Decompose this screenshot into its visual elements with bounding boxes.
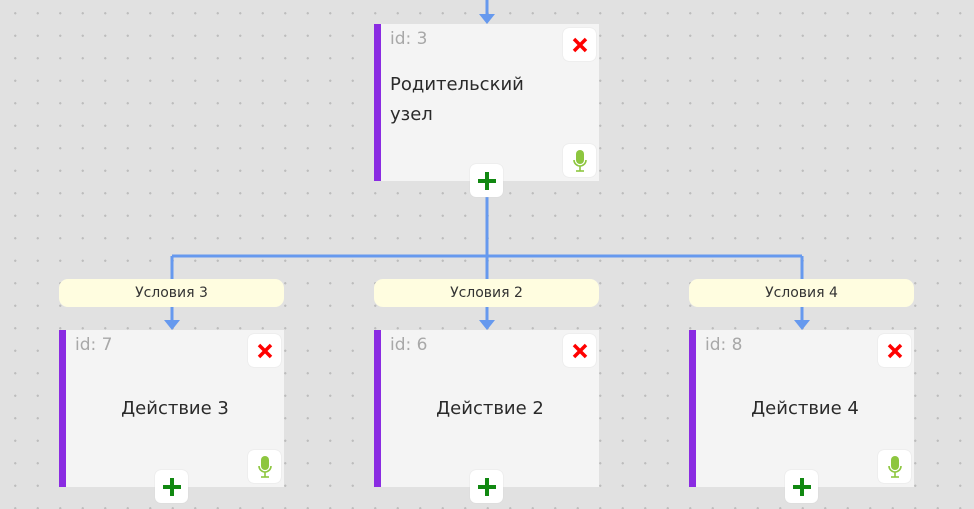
condition-label[interactable]: Условия 3 bbox=[59, 279, 284, 307]
plus-icon bbox=[477, 477, 496, 496]
plus-icon bbox=[792, 477, 811, 496]
microphone-icon bbox=[257, 455, 272, 478]
condition-label[interactable]: Условия 4 bbox=[689, 279, 914, 307]
delete-node-button[interactable] bbox=[248, 334, 281, 367]
node-id: id: 3 bbox=[390, 29, 428, 49]
delete-node-button[interactable] bbox=[563, 334, 596, 367]
node-title: Действие 3 bbox=[121, 398, 229, 419]
microphone-icon bbox=[887, 455, 902, 478]
parent-node-card[interactable]: id: 3 Родительский узел bbox=[374, 24, 599, 181]
voice-button[interactable] bbox=[563, 144, 596, 177]
delete-node-button[interactable] bbox=[563, 28, 596, 61]
node-title: Действие 4 bbox=[751, 398, 859, 419]
close-icon bbox=[257, 343, 272, 358]
add-child-button[interactable] bbox=[785, 470, 818, 503]
child-node-card[interactable]: id: 8 Действие 4 bbox=[689, 330, 914, 487]
voice-button[interactable] bbox=[248, 450, 281, 483]
close-icon bbox=[572, 343, 587, 358]
node-title: Действие 2 bbox=[436, 398, 544, 419]
voice-button[interactable] bbox=[878, 450, 911, 483]
node-id: id: 8 bbox=[705, 335, 743, 355]
child-node-card[interactable]: id: 7 Действие 3 bbox=[59, 330, 284, 487]
delete-node-button[interactable] bbox=[878, 334, 911, 367]
microphone-icon bbox=[572, 149, 587, 172]
add-child-button[interactable] bbox=[155, 470, 188, 503]
child-node-card[interactable]: id: 6 Действие 2 bbox=[374, 330, 599, 487]
add-child-button[interactable] bbox=[470, 470, 503, 503]
close-icon bbox=[572, 37, 587, 52]
plus-icon bbox=[477, 171, 496, 190]
condition-label[interactable]: Условия 2 bbox=[374, 279, 599, 307]
node-id: id: 6 bbox=[390, 335, 428, 355]
add-child-button[interactable] bbox=[470, 164, 503, 197]
close-icon bbox=[887, 343, 902, 358]
plus-icon bbox=[162, 477, 181, 496]
node-title: Родительский узел bbox=[390, 73, 524, 125]
node-id: id: 7 bbox=[75, 335, 113, 355]
